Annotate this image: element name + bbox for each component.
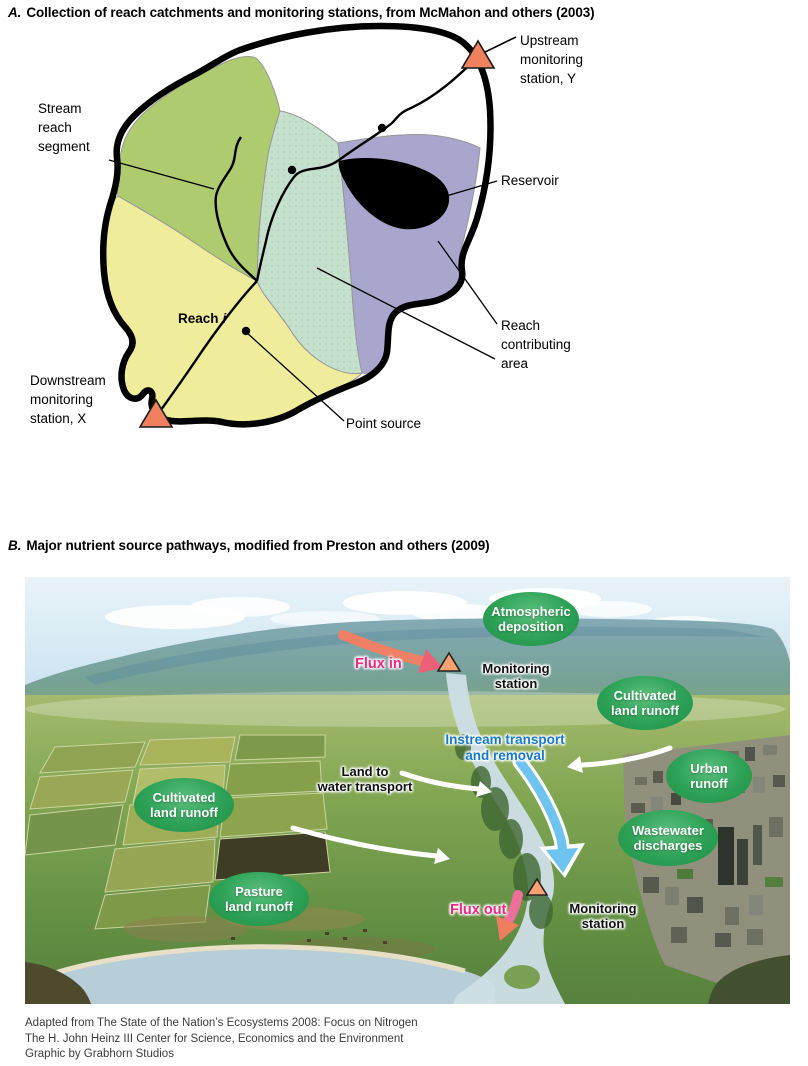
downstream-station-triangle: [138, 398, 174, 428]
bay-water: [55, 946, 495, 1004]
oval-cultivated-land-runoff-left: Cultivated land runoff: [134, 778, 234, 832]
leader-reservoir: [442, 180, 498, 198]
right-headland: [708, 955, 790, 1004]
label-stream-reach-segment: Stream reach segment: [38, 101, 90, 154]
leader-reach-contributing-2: [316, 267, 496, 360]
beach-line: [54, 944, 466, 976]
panel-b-letter: B.: [8, 538, 22, 553]
reservoir-shape: [338, 157, 450, 230]
label-flux-out: Flux out: [450, 902, 507, 918]
white-arrow-right: [579, 745, 673, 768]
monitoring-triangle-bottom: [525, 877, 549, 896]
label-monitoring-station-bottom: Monitoring station: [569, 901, 637, 931]
oval-cultivated-land-runoff-right: Cultivated land runoff: [597, 676, 693, 730]
label-land-to-water: Land to water transport: [317, 764, 413, 794]
oval-pasture-land-runoff: Pasture land runoff: [209, 872, 309, 926]
watershed-outline: [100, 22, 494, 428]
upstream-station-triangle: [460, 39, 496, 69]
oval-atmospheric-deposition: Atmospheric deposition: [483, 592, 579, 646]
instream-arrow: [512, 754, 585, 878]
station-dot-mint-region: [287, 165, 297, 175]
label-flux-in: Flux in: [355, 656, 402, 672]
oval-urban-runoff: Urban runoff: [666, 749, 752, 803]
leader-point-source: [245, 331, 345, 422]
nutrient-pathways-photo: Atmospheric deposition Cultivated land r…: [25, 577, 790, 1004]
panel-b-title: B.Major nutrient source pathways, modifi…: [8, 538, 490, 553]
catchment-diagram: [100, 22, 517, 428]
label-monitoring-station-top: Monitoring station: [482, 661, 550, 691]
label-upstream-station: Upstream monitoring station, Y: [520, 33, 584, 86]
oval-wastewater-discharges: Wastewater discharges: [618, 810, 718, 866]
label-reach-contributing-area: Reach contributing area: [501, 318, 571, 371]
estuary-islet: [504, 965, 540, 989]
monitoring-triangle-top: [436, 651, 462, 672]
leader-stream-reach-segment: [108, 159, 215, 190]
flux-out-arrow: [496, 890, 523, 941]
station-dot-white-region: [377, 123, 387, 133]
white-arrow-mid: [399, 770, 482, 792]
stream-reach-i: [157, 280, 258, 415]
plateau-shading: [85, 626, 765, 685]
land-transport-arrows: [290, 745, 673, 859]
label-reservoir: Reservoir: [501, 173, 559, 188]
source-caption: Adapted from The State of the Nation’s E…: [25, 1017, 418, 1060]
label-point-source: Point source: [346, 416, 422, 431]
left-headland: [25, 962, 91, 1004]
leader-reach-contributing-1: [437, 240, 498, 325]
label-downstream-station: Downstream monitoring station, X: [30, 373, 106, 426]
panel-a-letter: A.: [8, 5, 22, 20]
flux-in-arrow: [338, 630, 443, 673]
white-arrowheads: [434, 756, 583, 864]
white-arrow-left: [290, 825, 440, 859]
point-source-dot: [241, 326, 251, 336]
stream-main: [255, 57, 478, 282]
valley-haze: [25, 691, 785, 727]
stream-tributary: [214, 136, 258, 282]
label-instream-transport: Instream transport and removal: [445, 732, 565, 763]
panel-a-title: A.Collection of reach catchments and mon…: [8, 5, 595, 20]
